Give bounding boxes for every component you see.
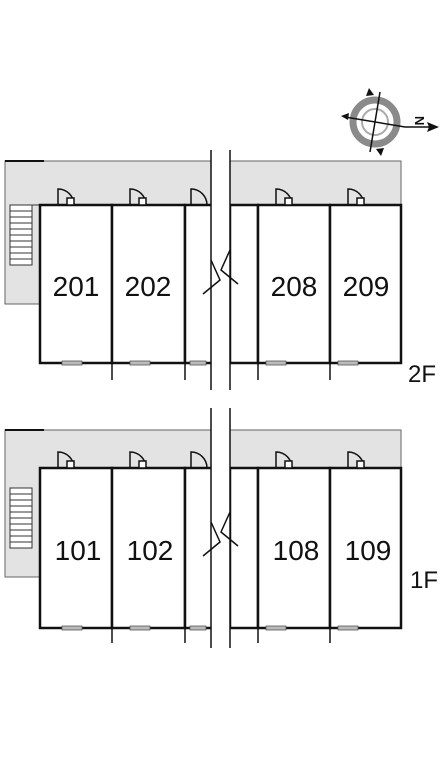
room-label: 208 (271, 271, 318, 302)
north-arrow-icon (427, 122, 439, 132)
room-label: 109 (345, 535, 392, 566)
room-209 (328, 203, 403, 365)
door-icon (57, 451, 365, 469)
door-icon (57, 188, 365, 206)
room-102 (110, 466, 187, 630)
room-label: 108 (273, 535, 320, 566)
room-208 (256, 203, 332, 365)
compass-ring (349, 96, 401, 148)
room-partial-left (183, 466, 214, 630)
floor-2f: 201 202 208 209 2F (4, 150, 436, 390)
room-partial-right (228, 203, 260, 365)
room-label: 201 (53, 271, 100, 302)
north-label: N (412, 116, 427, 125)
room-109 (328, 466, 403, 630)
floor-label: 2F (408, 361, 436, 388)
room-partial-left (183, 203, 214, 365)
stairs-1f (9, 487, 33, 549)
room-108 (256, 466, 332, 630)
room-label: 202 (125, 271, 172, 302)
floor-label: 1F (410, 567, 438, 594)
floor-1f: 101 102 108 109 1F (4, 408, 438, 648)
room-201 (38, 203, 114, 365)
room-101 (38, 466, 114, 630)
room-label: 101 (55, 535, 102, 566)
room-partial-right (228, 466, 260, 630)
compass: N (341, 88, 439, 156)
stairs-2f (9, 204, 40, 266)
room-label: 209 (343, 271, 390, 302)
room-label: 102 (127, 535, 174, 566)
